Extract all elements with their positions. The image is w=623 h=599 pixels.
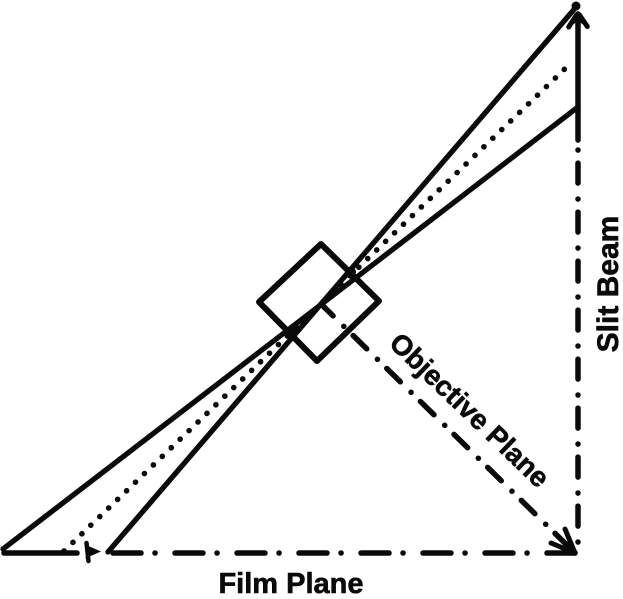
svg-text:Film Plane: Film Plane xyxy=(218,568,363,599)
svg-text:Slit Beam: Slit Beam xyxy=(592,216,623,353)
